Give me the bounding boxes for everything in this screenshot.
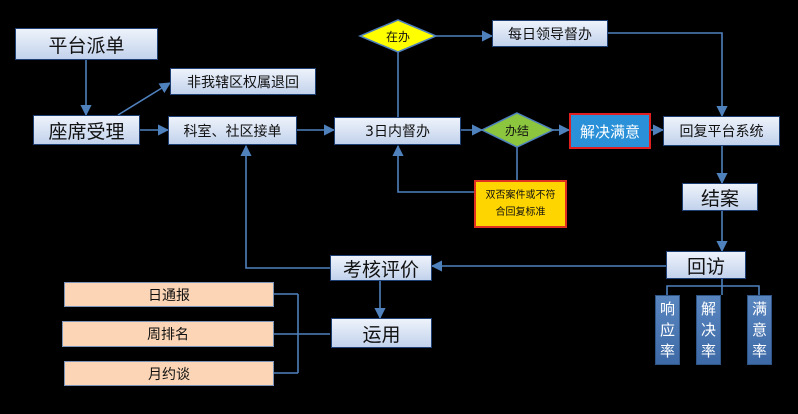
node-reply-platform: 回复平台系统	[663, 116, 780, 146]
arrow-evaluate-dept	[240, 144, 330, 269]
node-reject-return: 非我辖区权属退回	[170, 68, 316, 95]
unqualified-line-1: 双否案件或不符	[485, 190, 556, 201]
unqualified-line-2: 合回复标准	[495, 207, 546, 218]
rate2-label: 解决率	[700, 299, 716, 360]
node-evaluate: 考核评价	[330, 255, 432, 281]
node-close-case: 结案	[682, 183, 758, 211]
node-dept-community-accept: 科室、社区接单	[168, 116, 297, 145]
rate1-label: 响应率	[659, 299, 675, 360]
node-revisit: 回访	[666, 251, 746, 279]
node-satisfy-rate: 满意率	[747, 295, 772, 365]
node-3day-supervise: 3日内督办	[334, 117, 461, 145]
rate3-label: 满意率	[751, 299, 767, 360]
node-weekly-rank: 周排名	[62, 321, 274, 347]
arrow-leader-reply	[608, 32, 728, 118]
node-unqualified: 双否案件或不符 合回复标准	[474, 180, 567, 228]
line-revisit-rate-satisfy	[722, 285, 760, 295]
node-monthly-talk: 月约谈	[64, 361, 274, 386]
diamond-done-shape	[480, 112, 555, 148]
arrow-unqualified-supervise	[392, 144, 474, 193]
line-revisit-rates	[666, 279, 723, 295]
diamond-done: 办结	[504, 123, 529, 138]
node-platform-dispatch: 平台派单	[15, 28, 158, 60]
node-response-rate: 响应率	[655, 295, 680, 365]
node-solved-satisfied: 解决满意	[569, 113, 651, 149]
node-apply: 运用	[331, 318, 432, 348]
node-resolve-rate: 解决率	[696, 295, 721, 365]
diamond-in-progress-shape	[358, 19, 438, 53]
arrow-seat-reject	[117, 82, 171, 116]
node-seat-accept: 座席受理	[33, 115, 140, 145]
diamond-in-progress: 在办	[385, 29, 410, 44]
node-daily-report: 日通报	[64, 282, 274, 307]
node-daily-leader-supervise: 每日领导督办	[492, 20, 608, 47]
